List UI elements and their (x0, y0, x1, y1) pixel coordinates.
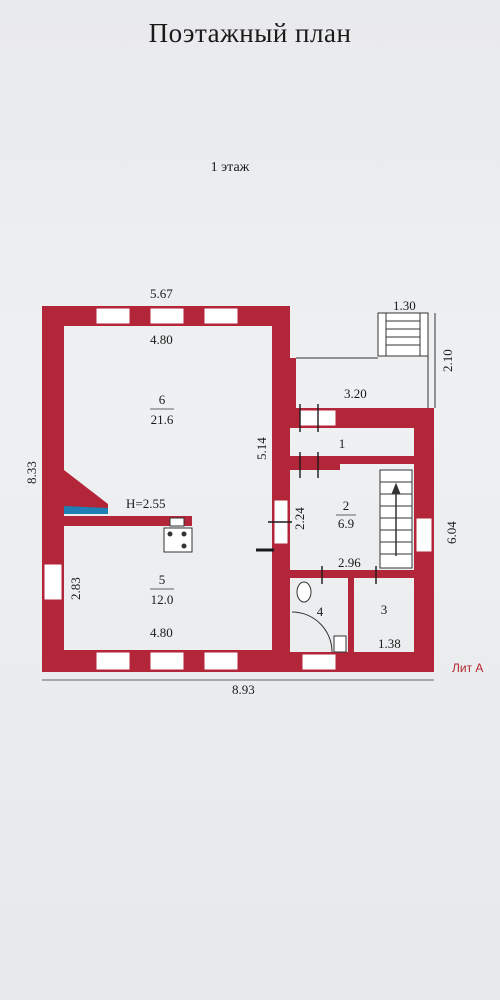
svg-text:21.6: 21.6 (151, 412, 174, 427)
window-top-2 (149, 307, 185, 325)
window-bottom-right (301, 653, 337, 671)
dim-total-width: 8.93 (232, 682, 255, 697)
svg-text:12.0: 12.0 (151, 592, 174, 607)
wall-porch-left (290, 358, 296, 408)
dim-room2-height: 2.24 (292, 507, 307, 530)
dim-stairs-length: 2.10 (440, 349, 455, 372)
dim-top-width: 5.67 (150, 286, 173, 301)
window-right (415, 517, 433, 553)
dim-stairs-width: 1.30 (393, 298, 416, 313)
windows (43, 307, 433, 671)
window-left (43, 563, 63, 601)
svg-text:6: 6 (159, 392, 166, 407)
fireplace (64, 470, 108, 514)
wall-room2-stub (290, 464, 340, 470)
window-bottom-1 (95, 651, 131, 671)
room-3-label: 3 (381, 602, 388, 617)
window-bottom-3 (203, 651, 239, 671)
wall-divider-5-6 (42, 516, 192, 526)
dim-porch-width: 3.20 (344, 386, 367, 401)
wall-left (42, 306, 64, 672)
dim-room5-height: 2.83 (68, 577, 83, 600)
stove (163, 517, 193, 553)
wall-middle-vertical (272, 306, 290, 672)
dim-corridor-width: 2.96 (338, 555, 361, 570)
plan-title: Поэтажный план (148, 18, 352, 48)
room-1-label: 1 (339, 436, 346, 451)
dim-room3-width: 1.38 (378, 636, 401, 651)
window-top-3 (203, 307, 239, 325)
walls (42, 306, 434, 672)
dim-right-height: 6.04 (444, 521, 459, 544)
svg-text:5: 5 (159, 572, 166, 587)
letter-label: Лит А (452, 661, 483, 675)
room-5-label: 5 12.0 (150, 572, 174, 607)
dim-room6-height: 5.14 (254, 437, 269, 460)
window-top-1 (95, 307, 131, 325)
svg-text:2: 2 (343, 498, 350, 513)
door-marks (256, 404, 377, 584)
bathroom-fixtures (291, 581, 347, 653)
svg-text:6.9: 6.9 (338, 516, 354, 531)
dim-room6-width: 4.80 (150, 332, 173, 347)
internal-stairs (379, 469, 413, 569)
room-6-label: 6 21.6 (150, 392, 174, 427)
dim-room5-width: 4.80 (150, 625, 173, 640)
room-4-label: 4 (317, 604, 324, 619)
ceiling-height: H=2.55 (126, 496, 165, 511)
outdoor-stairs (296, 312, 436, 408)
wall-room1-lower (290, 456, 414, 464)
dim-left-height: 8.33 (24, 461, 39, 484)
floor-label: 1 этаж (210, 160, 250, 175)
wall-room4-room3 (348, 570, 354, 652)
room-2-label: 2 6.9 (336, 498, 356, 531)
window-bottom-2 (149, 651, 185, 671)
